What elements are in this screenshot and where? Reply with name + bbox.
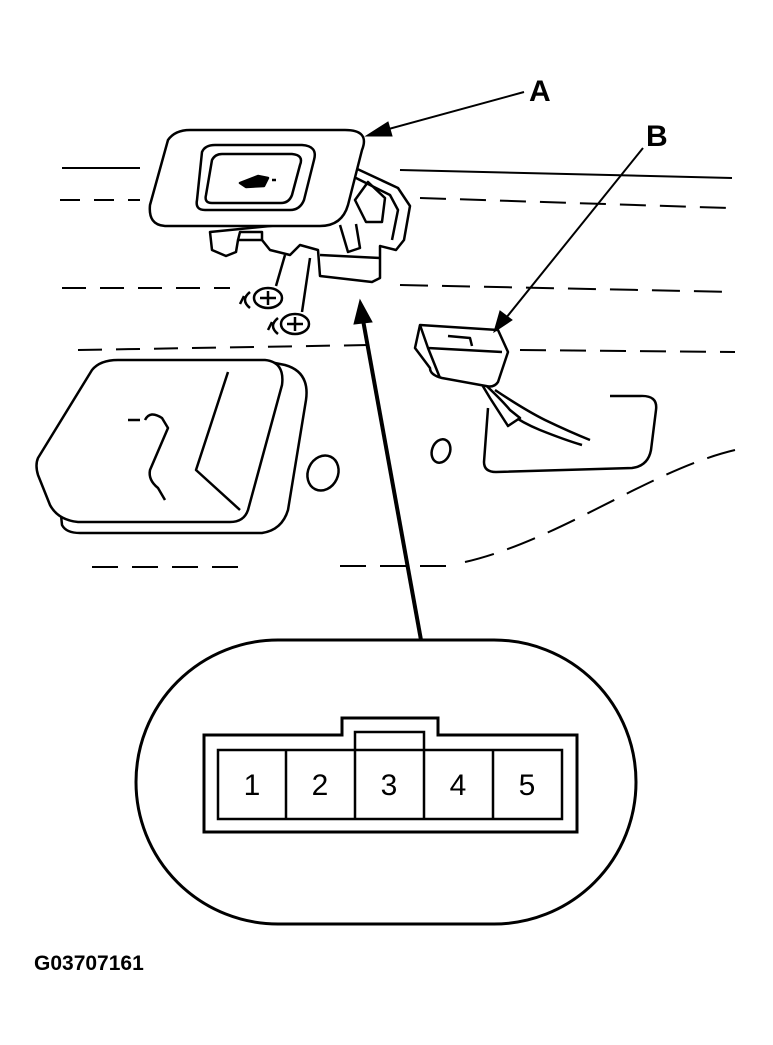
pin-1-label: 1: [244, 769, 261, 802]
callout-a-label: A: [529, 75, 551, 108]
door-panel-pocket: [35, 358, 452, 535]
mounting-screws: [238, 254, 312, 336]
connector-face-inset: 1 2 3 4 5: [134, 638, 638, 926]
connector-b: [413, 323, 522, 428]
pin-4-label: 4: [450, 769, 467, 802]
callout-b-label: B: [646, 120, 668, 153]
panel-contour-lines: [60, 167, 736, 568]
pin-2-label: 2: [312, 769, 329, 802]
pin-3-label: 3: [381, 769, 398, 802]
leader-arrows: [353, 91, 644, 641]
harness-pocket: [482, 388, 658, 474]
figure-id: G03707161: [34, 952, 144, 975]
switch-a: [148, 128, 412, 284]
pin-5-label: 5: [519, 769, 536, 802]
